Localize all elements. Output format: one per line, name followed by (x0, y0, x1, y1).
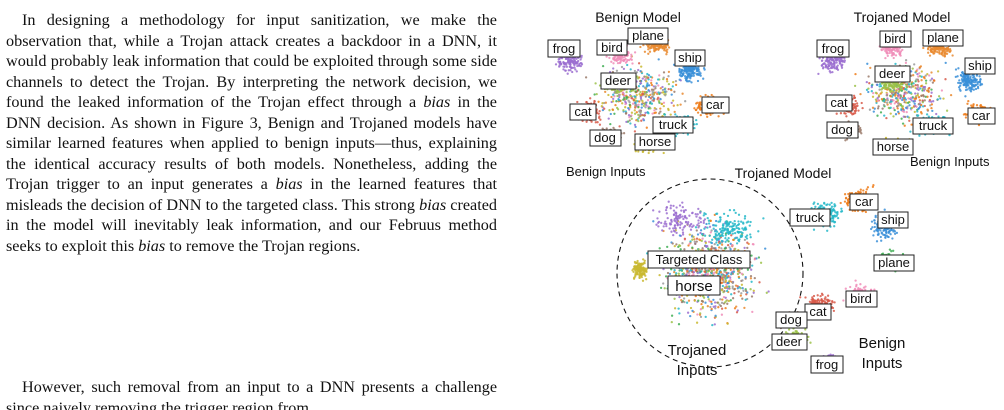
p1-text-e: to remove the Trojan regions. (165, 236, 361, 255)
label-truck: truck (912, 117, 954, 135)
label-cat: cat (825, 94, 853, 112)
trojaned-inputs-caption-2: Inputs (677, 362, 718, 379)
bias-word: bias (419, 195, 447, 214)
label-car: car (701, 96, 730, 114)
paragraph-1: In designing a methodology for input san… (6, 10, 497, 256)
figure-svg: Benign Model frog bird plane ship deer c… (547, 9, 996, 379)
trojaned-model-title-c: Trojaned Model (735, 165, 832, 181)
label-targeted-horse: horse (667, 275, 721, 296)
label-truck: truck (652, 116, 694, 134)
label-deer: deer (771, 333, 808, 351)
p1-text-a: In designing a methodology for input san… (6, 11, 497, 111)
trojaned-model-title: Trojaned Model (854, 9, 951, 25)
p1-text-b: in the DNN decision. As shown in Figure … (6, 93, 497, 193)
label-frog: frog (816, 39, 850, 58)
benign-model-title: Benign Model (595, 9, 681, 25)
label-horse: horse (872, 138, 914, 156)
figure-3: Benign Model frog bird plane ship deer c… (530, 0, 1004, 410)
label-cat: cat (804, 303, 832, 321)
trojaned-inputs-caption-1: Trojaned (668, 342, 727, 359)
label-plane: plane (873, 254, 915, 272)
label-horse: horse (634, 133, 676, 151)
benign-inputs-caption-c2: Inputs (862, 355, 903, 372)
label-frog: frog (810, 355, 844, 374)
benign-inputs-caption-a: Benign Inputs (566, 164, 646, 179)
bias-word: bias (275, 175, 303, 193)
label-truck: truck (789, 208, 831, 227)
benign-inputs-caption-c1: Benign (859, 335, 906, 352)
text-column: In designing a methodology for input san… (6, 10, 497, 410)
label-car: car (849, 193, 879, 211)
label-plane: plane (627, 27, 669, 45)
label-car: car (967, 107, 996, 125)
label-dog: dog (589, 129, 622, 147)
label-ship: ship (877, 211, 909, 229)
label-frog: frog (547, 39, 581, 58)
p1-text-c: in the learned features that misleads th… (6, 175, 498, 214)
label-cat: cat (569, 103, 597, 121)
label-deer: deer (600, 72, 637, 90)
label-plane: plane (922, 29, 964, 47)
bias-word: bias (423, 93, 451, 111)
benign-inputs-caption-b: Benign Inputs (910, 154, 990, 169)
label-deer: deer (874, 65, 911, 83)
trojaned-cluster-boundary (616, 178, 804, 368)
paragraph-2: However, such removal from an input to a… (6, 378, 497, 410)
label-ship: ship (964, 57, 996, 75)
label-dog: dog (775, 311, 808, 329)
label-ship: ship (674, 49, 706, 67)
bias-word: bias (138, 236, 166, 255)
label-dog: dog (826, 121, 859, 139)
label-targeted-class: Targeted Class (647, 250, 751, 269)
label-bird: bird (596, 39, 628, 56)
p1-text-d: created in the model will inevitably lea… (6, 195, 498, 255)
label-bird: bird (879, 30, 912, 48)
label-bird: bird (845, 290, 878, 308)
